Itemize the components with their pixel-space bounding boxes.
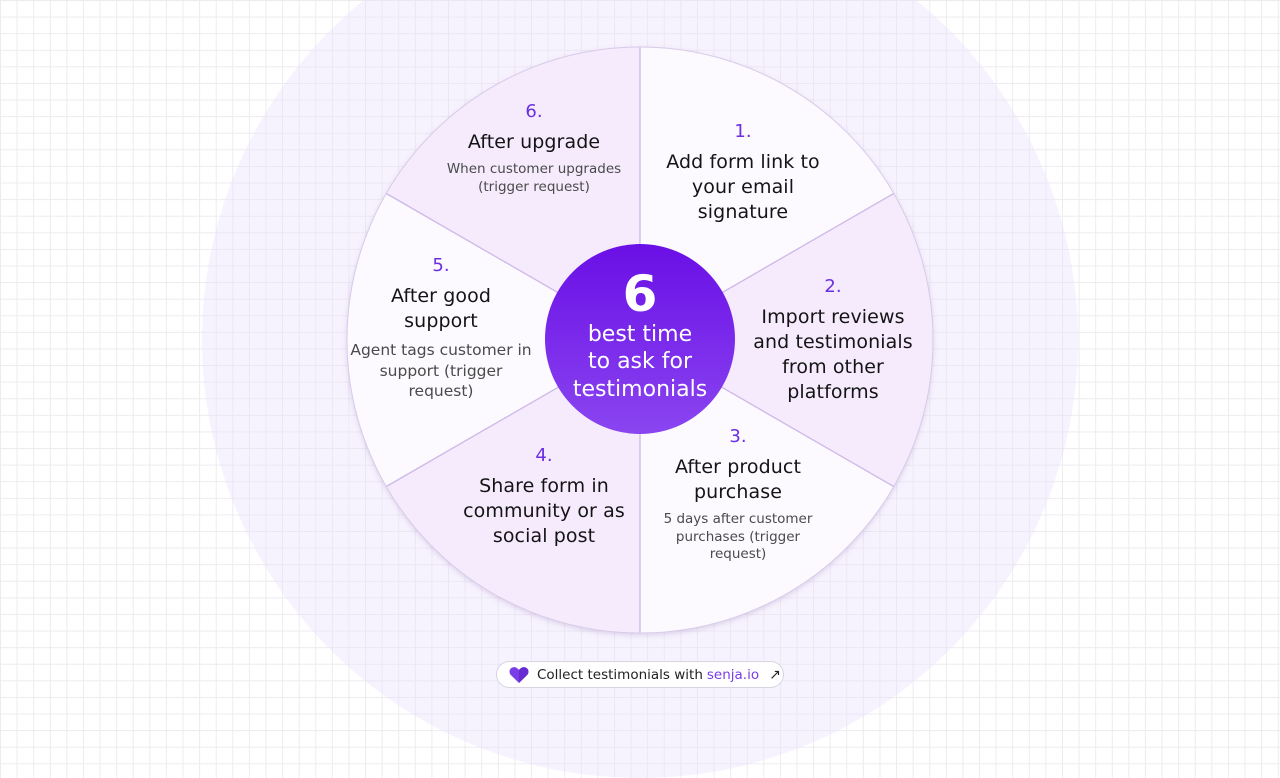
segment-title-line: Import reviews xyxy=(761,306,905,328)
segment-description-line: 5 days after customer xyxy=(663,511,813,527)
segment-2-slice xyxy=(640,193,933,487)
segment-2: 2. Import reviews and testimonials from … xyxy=(738,276,928,405)
segment-title-line: community or as xyxy=(463,500,625,522)
segment-description-line: request) xyxy=(709,546,767,562)
segment-4-slice xyxy=(386,340,640,633)
segment-description-line: When customer upgrades xyxy=(446,161,622,177)
segment-title-line: purchase xyxy=(693,481,783,503)
segment-description-line: request) xyxy=(408,382,474,400)
heart-icon xyxy=(509,666,529,683)
segment-1-slice xyxy=(640,47,894,340)
segment-number: 4. xyxy=(535,445,553,466)
segment-description-line: purchases (trigger xyxy=(675,528,801,545)
segment-number: 1. xyxy=(734,121,752,142)
segment-title-line: social post xyxy=(492,525,596,547)
segment-description: 5 days after customer purchases (trigger… xyxy=(643,511,833,564)
segment-description-line: support (trigger xyxy=(379,361,503,380)
external-link-arrow-icon[interactable]: ↗ xyxy=(769,666,781,683)
center-hub: 6 best time to ask for testimonials xyxy=(545,244,735,434)
hub-number: 6 xyxy=(622,264,658,323)
segment-number: 3. xyxy=(729,426,747,447)
segment-description: When customer upgrades (trigger request) xyxy=(434,161,634,196)
segment-4: 4. Share form in community or as social … xyxy=(449,445,639,549)
segment-title-line: After good xyxy=(390,285,492,307)
segment-description-line: (trigger request) xyxy=(478,178,590,195)
segment-title-line: and testimonials xyxy=(753,331,913,353)
segment-number: 2. xyxy=(824,276,842,297)
senja-link[interactable]: senja.io xyxy=(706,666,760,683)
segment-1: 1. Add form link to your email signature xyxy=(648,121,838,225)
hub-line: best time xyxy=(587,321,693,347)
segment-title-line: After product xyxy=(674,456,802,478)
segment-description-line: Agent tags customer in xyxy=(350,341,532,359)
segment-5-slice xyxy=(347,193,640,487)
segment-title-line: support xyxy=(404,310,478,332)
segment-title-line: from other xyxy=(782,356,884,378)
segment-number: 5. xyxy=(432,255,450,276)
segment-6: 6. After upgrade When customer upgrades … xyxy=(434,101,634,196)
segment-5: 5. After good support Agent tags custome… xyxy=(346,255,536,402)
hub-line: to ask for xyxy=(587,349,692,375)
segment-title-line: After upgrade xyxy=(467,131,601,153)
segment-3: 3. After product purchase 5 days after c… xyxy=(643,426,833,564)
segment-title-line: your email xyxy=(691,176,795,198)
segment-title-line: Add form link to xyxy=(666,151,820,173)
segment-number: 6. xyxy=(525,101,543,122)
segment-3-slice xyxy=(640,340,894,633)
segment-title-line: platforms xyxy=(787,381,879,403)
segment-title-line: Share form in xyxy=(479,475,609,497)
senja-cta-badge[interactable]: Collect testimonials with senja.io ↗ xyxy=(496,661,784,688)
cta-text: Collect testimonials with xyxy=(537,666,703,683)
segment-title-line: signature xyxy=(697,201,789,223)
hub-line: testimonials xyxy=(572,376,708,402)
segment-description: Agent tags customer in support (trigger … xyxy=(346,340,536,402)
